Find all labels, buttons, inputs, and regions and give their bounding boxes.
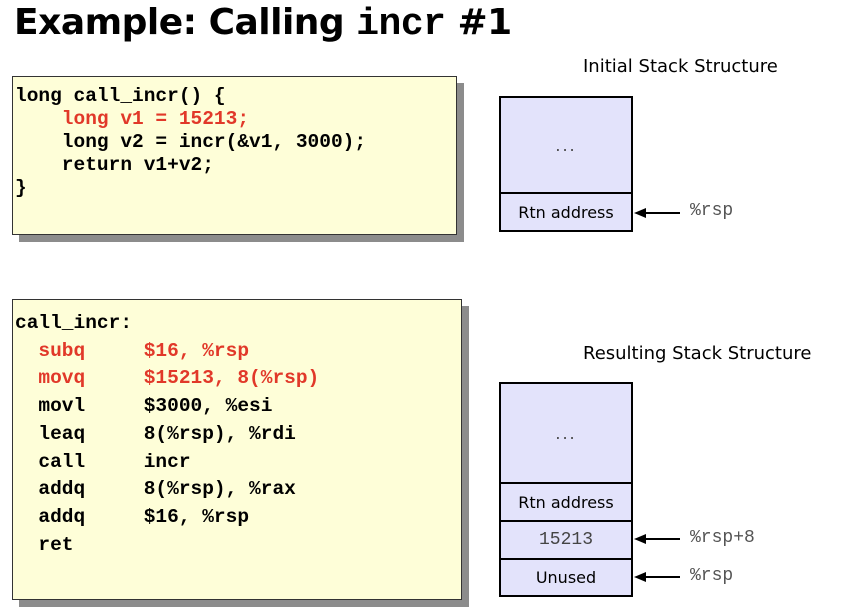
title-suffix: #1 (445, 2, 513, 43)
c-code-line: long v2 = incr(&v1, 3000); (15, 131, 367, 153)
c-code-line: long call_incr() { (15, 85, 226, 107)
asm-code-line: addq $16, %rsp (15, 505, 250, 528)
rsp-pointer-arrow-initial (634, 208, 680, 218)
stack-cell-text: 15213 (538, 530, 593, 550)
stack-cell-text: ... (555, 135, 577, 155)
title-prefix: Example: Calling (14, 2, 357, 43)
page-title: Example: Calling incr #1 (14, 2, 512, 46)
asm-code-line: ret (15, 533, 74, 556)
resulting-stack-label: Resulting Stack Structure (583, 343, 812, 364)
c-code-line: } (15, 177, 27, 199)
stack-cell-ellipsis: ... (501, 384, 631, 482)
asm-code-line-highlight: movq $15213, 8(%rsp) (15, 367, 320, 390)
title-function-name: incr (356, 3, 446, 46)
asm-code-line: call_incr: (15, 312, 133, 334)
stack-cell-return-address: Rtn address (501, 482, 631, 520)
asm-code-line: call incr (15, 450, 191, 473)
stack-cell-return-address: Rtn address (501, 192, 631, 230)
stack-cell-unused: Unused (501, 558, 631, 595)
c-code-lines: long call_incr() { long v1 = 15213; long… (15, 85, 366, 200)
c-code-box: long call_incr() { long v1 = 15213; long… (12, 76, 457, 235)
asm-code-box: call_incr: subq $16, %rsp movq $15213, 8… (12, 299, 462, 600)
asm-code-line: leaq 8(%rsp), %rdi (15, 422, 296, 445)
stack-cell-text: Unused (535, 568, 597, 587)
initial-stack: ... Rtn address (499, 96, 633, 232)
stack-cell-ellipsis: ... (501, 98, 631, 192)
stack-cell-text: Rtn address (518, 492, 614, 512)
c-code-line: return v1+v2; (15, 154, 214, 176)
stack-cell-text: ... (555, 423, 577, 443)
rsp-pointer-label-initial: %rsp (690, 201, 734, 221)
initial-stack-label: Initial Stack Structure (583, 56, 778, 77)
asm-code-lines: call_incr: subq $16, %rsp movq $15213, 8… (15, 310, 319, 559)
stack-cell-v1-value: 15213 (501, 520, 631, 558)
rsp-plus-8-pointer-label: %rsp+8 (690, 528, 755, 548)
rsp-plus-8-pointer-arrow (634, 534, 680, 544)
resulting-stack: ... Rtn address 15213 Unused (499, 382, 633, 597)
asm-code-line: movl $3000, %esi (15, 395, 273, 418)
stack-cell-text: Rtn address (518, 202, 614, 222)
asm-code-line-highlight: subq $16, %rsp (15, 339, 250, 362)
asm-code-line: addq 8(%rsp), %rax (15, 478, 296, 501)
c-code-line-highlight: long v1 = 15213; (15, 108, 250, 130)
rsp-pointer-label-resulting: %rsp (690, 566, 734, 586)
rsp-pointer-arrow-resulting (634, 572, 680, 582)
